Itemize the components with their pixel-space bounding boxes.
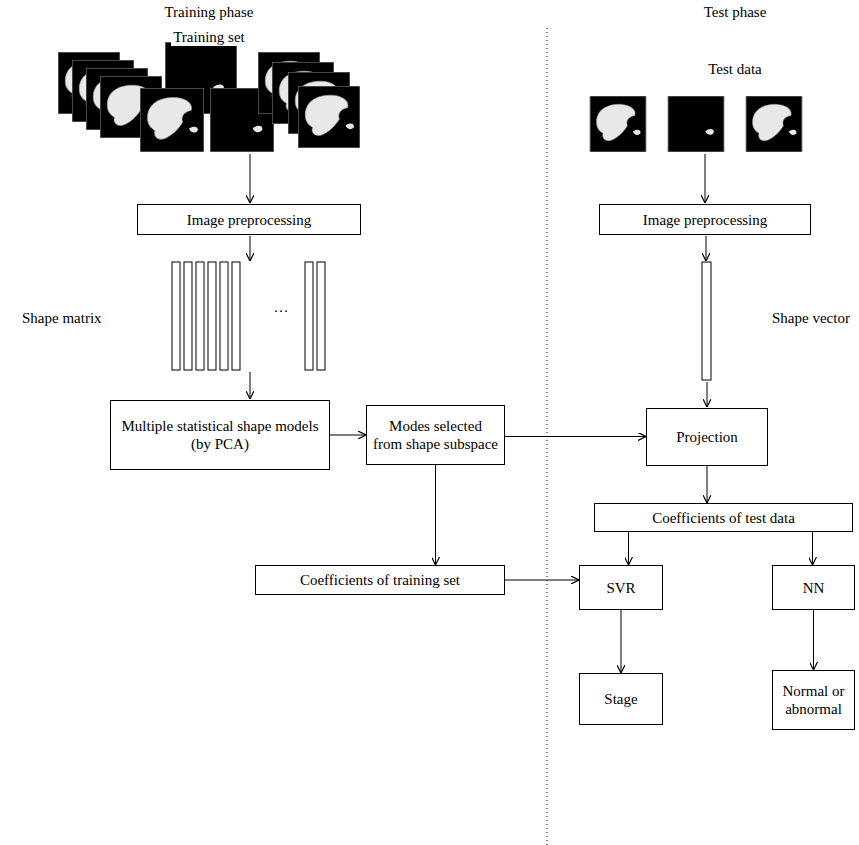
flow-arrow: [707, 466, 708, 503]
result-box: Coefficients of training set: [255, 565, 505, 595]
axis-label: Shape matrix: [20, 309, 104, 327]
phase-title: Test phase: [702, 3, 769, 21]
node-text: Projection: [676, 428, 738, 446]
flow-arrows: [250, 154, 707, 407]
node-text: NN: [803, 579, 825, 597]
node-text: Normal or abnormal: [779, 682, 848, 718]
ellipsis: ···: [272, 302, 291, 320]
output-box: Normal or abnormal: [772, 670, 855, 730]
process-box: Modes selected from shape subspace: [366, 405, 505, 465]
node-text: Coefficients of test data: [652, 509, 795, 527]
output-box: Stage: [579, 673, 663, 725]
node-text: Modes selected from shape subspace: [373, 417, 498, 453]
classifier-box: SVR: [579, 565, 663, 610]
flow-arrow: [505, 436, 646, 437]
section-label: Training set: [171, 28, 247, 46]
phase-title: Training phase: [162, 3, 255, 21]
section-label: Test data: [706, 60, 764, 78]
classifier-box: NN: [772, 565, 855, 610]
node-text: Image preprocessing: [187, 211, 312, 229]
node-text: Coefficients of training set: [300, 571, 460, 589]
result-box: Coefficients of test data: [594, 503, 853, 532]
process-box: Image preprocessing: [599, 204, 811, 235]
flow-arrow: [505, 580, 579, 581]
flow-arrow: [628, 532, 629, 565]
node-text: Image preprocessing: [643, 211, 768, 229]
shape-vector: [702, 262, 711, 380]
process-box: Multiple statistical shape models (by PC…: [110, 400, 330, 470]
flow-arrow: [435, 465, 436, 565]
node-text: Multiple statistical shape models (by PC…: [117, 417, 323, 453]
process-box: Projection: [646, 408, 768, 466]
training-images: [58, 42, 360, 152]
process-box: Image preprocessing: [137, 204, 361, 235]
axis-label: Shape vector: [770, 309, 852, 327]
flow-arrow: [812, 532, 813, 565]
flow-arrow: [621, 610, 622, 673]
shape-matrix: [172, 262, 325, 370]
node-text: Stage: [604, 690, 637, 708]
test-images: [590, 96, 802, 152]
flow-arrow: [330, 435, 366, 436]
flow-arrow: [813, 610, 814, 670]
node-text: SVR: [606, 579, 635, 597]
